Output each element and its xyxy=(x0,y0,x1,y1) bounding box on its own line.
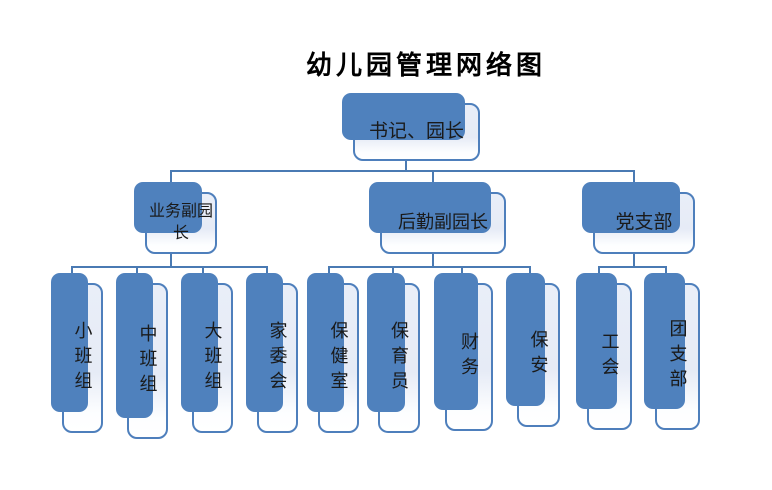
org-node-labor-union[interactable]: 工会 xyxy=(576,273,632,430)
org-node-party-branch[interactable]: 党支部 xyxy=(582,182,695,254)
connector-drop-vice-business xyxy=(170,170,172,185)
org-node-vice-business[interactable]: 业务副园长 xyxy=(134,182,217,254)
org-node-finance-label: 财务 xyxy=(459,332,479,382)
org-node-labor-union-label: 工会 xyxy=(599,331,620,382)
org-node-large-class-label: 大班组 xyxy=(202,320,223,396)
org-node-childcare-worker[interactable]: 保育员 xyxy=(367,273,420,433)
org-node-vice-business-label: 业务副园长 xyxy=(148,202,213,242)
org-node-childcare-worker-label: 保育员 xyxy=(389,320,409,396)
connector-bus-party-group xyxy=(598,266,667,268)
org-node-small-class-label: 小班组 xyxy=(72,320,93,396)
connector-bus-logistics-group xyxy=(328,266,531,268)
org-node-youth-league-label: 团支部 xyxy=(667,319,688,394)
org-node-youth-league[interactable]: 团支部 xyxy=(644,273,700,430)
org-node-root-label: 书记、园长 xyxy=(368,120,464,142)
org-node-parents-committee-label: 家委会 xyxy=(267,320,288,396)
org-node-party-branch-label: 党支部 xyxy=(615,211,673,233)
org-node-finance[interactable]: 财务 xyxy=(434,273,493,431)
org-node-vice-logistics-label: 后勤副园长 xyxy=(398,212,488,233)
connector-riser-vice-logistics xyxy=(432,253,434,268)
org-node-middle-class-label: 中班组 xyxy=(137,323,158,399)
org-node-middle-class[interactable]: 中班组 xyxy=(116,273,168,439)
org-node-small-class[interactable]: 小班组 xyxy=(51,273,103,433)
org-node-health-room-label: 保健室 xyxy=(328,320,349,396)
org-node-vice-logistics[interactable]: 后勤副园长 xyxy=(369,182,506,254)
connector-drop-vice-logistics xyxy=(432,170,434,185)
org-node-security-label: 保安 xyxy=(528,330,549,380)
connector-riser-party-branch xyxy=(633,253,635,268)
diagram-title: 幼儿园管理网络图 xyxy=(305,51,546,80)
connector-drop-party-branch xyxy=(633,170,635,185)
connector-riser-vice-business xyxy=(170,253,172,268)
org-node-security[interactable]: 保安 xyxy=(506,273,560,427)
connector-level2-bus xyxy=(170,170,635,172)
org-node-parents-committee[interactable]: 家委会 xyxy=(246,273,298,433)
org-node-health-room[interactable]: 保健室 xyxy=(307,273,359,433)
org-node-large-class[interactable]: 大班组 xyxy=(181,273,233,433)
org-node-root[interactable]: 书记、园长 xyxy=(342,93,480,161)
connector-bus-business-group xyxy=(71,266,268,268)
connector-root-riser xyxy=(405,160,407,172)
